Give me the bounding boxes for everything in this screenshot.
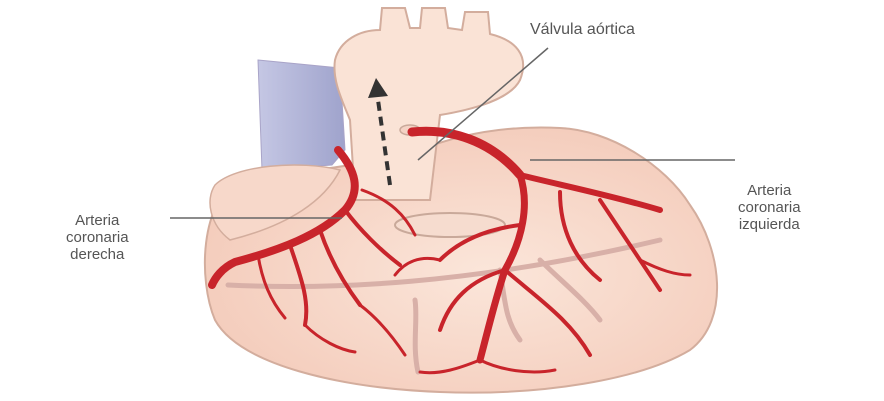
right-coronary-label: Arteria coronaria derecha: [66, 212, 129, 263]
superior-vena-cava: [258, 60, 345, 170]
aortic-valve-label: Válvula aórtica: [530, 21, 635, 38]
left-coronary-label: Arteria coronaria izquierda: [738, 182, 801, 233]
